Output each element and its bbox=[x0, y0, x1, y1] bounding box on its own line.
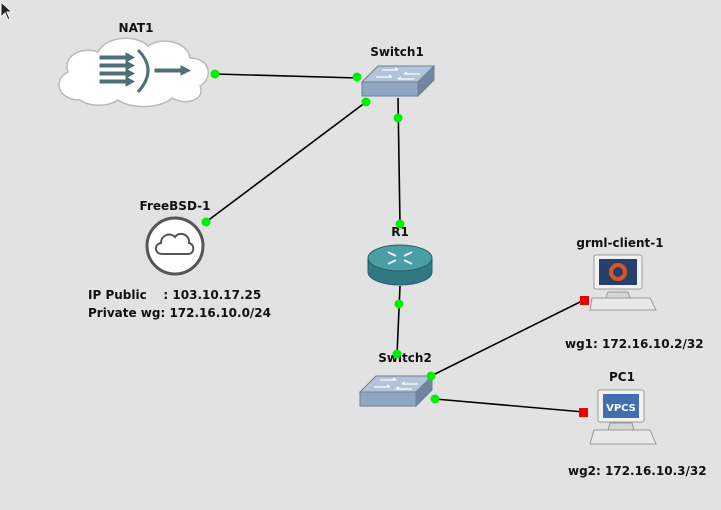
cloud-glyph bbox=[154, 232, 195, 255]
port-up-dot bbox=[394, 299, 404, 309]
link-switch2-pc1[interactable] bbox=[434, 398, 585, 413]
grml-note-wg: wg1: 172.16.10.2/32 bbox=[565, 337, 704, 351]
r1-label: R1 bbox=[391, 225, 409, 239]
grml-node[interactable]: grml-client-1 bbox=[576, 236, 664, 311]
r1-node[interactable]: R1 bbox=[367, 225, 433, 286]
pc1-note-wg: wg2: 172.16.10.3/32 bbox=[568, 464, 707, 478]
pc1-label: PC1 bbox=[609, 370, 635, 384]
port-up-dot bbox=[393, 113, 403, 123]
switch1-node[interactable]: Switch1 bbox=[360, 45, 436, 98]
port-up-dot bbox=[210, 69, 220, 79]
link-freebsd-switch1[interactable] bbox=[205, 101, 367, 223]
port-up-dot bbox=[395, 219, 405, 229]
port-up-dot bbox=[426, 371, 436, 381]
link-nat1-switch1[interactable] bbox=[214, 73, 359, 79]
workstation-icon bbox=[589, 254, 657, 311]
router-icon bbox=[367, 244, 433, 286]
cloud-circle-icon bbox=[145, 216, 205, 276]
switch2-node[interactable]: Switch2 bbox=[358, 351, 434, 408]
port-up-dot bbox=[430, 394, 440, 404]
vpcs-icon-text: VPCS bbox=[606, 403, 636, 414]
port-up-dot bbox=[392, 349, 402, 359]
mouse-cursor-icon bbox=[0, 0, 14, 21]
switch2-label: Switch2 bbox=[378, 351, 432, 365]
freebsd-label: FreeBSD-1 bbox=[140, 199, 211, 213]
grml-label: grml-client-1 bbox=[576, 236, 663, 250]
nat1-label: NAT1 bbox=[119, 21, 154, 35]
port-up-dot bbox=[352, 72, 362, 82]
port-down-square bbox=[579, 408, 588, 417]
link-switch2-grml[interactable] bbox=[430, 299, 585, 377]
switch-icon bbox=[360, 64, 436, 98]
port-status-indicators bbox=[201, 69, 589, 417]
nat-arrows-icon bbox=[99, 48, 192, 94]
switch1-label: Switch1 bbox=[370, 45, 424, 59]
port-up-dot bbox=[361, 97, 371, 107]
switch-icon bbox=[358, 374, 434, 408]
vpcs-icon: VPCS bbox=[589, 389, 657, 445]
link-r1-switch2[interactable] bbox=[396, 285, 401, 356]
freebsd-note-public-ip: IP Public : 103.10.17.25 bbox=[88, 288, 261, 302]
pc1-node[interactable]: VPCS PC1 bbox=[589, 370, 657, 445]
freebsd-note-private-wg: Private wg: 172.16.10.0/24 bbox=[88, 306, 271, 320]
port-up-dot bbox=[201, 217, 211, 227]
port-down-square bbox=[580, 296, 589, 305]
freebsd-node[interactable]: FreeBSD-1 bbox=[140, 199, 211, 276]
cloud-icon bbox=[58, 37, 210, 108]
nat1-node[interactable]: NAT1 bbox=[58, 21, 210, 108]
